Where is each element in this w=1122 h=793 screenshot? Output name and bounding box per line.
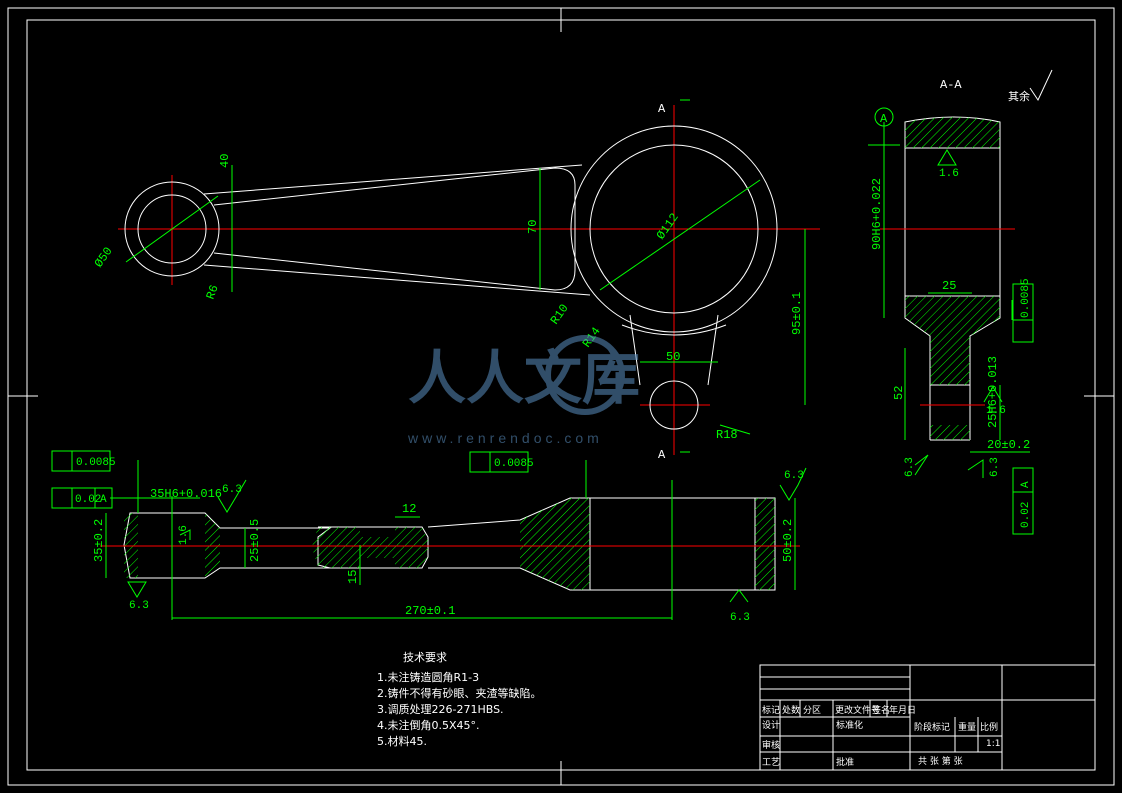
section-hatching [905,117,1000,440]
tol5-datum: A [1020,481,1032,488]
outlines [124,125,778,430]
dim-r6: R6 [204,283,222,301]
dim-270: 270±0.1 [405,604,455,618]
tol3-value: 0.0085 [494,458,534,470]
dim-25-05: 25±0.5 [248,519,262,562]
tech-item-3: 3.调质处理226-271HBS. [377,703,504,716]
tol2-value: 0.02 [75,494,101,506]
section-roughness [914,149,1003,478]
watermark-logo: 人人文库 [408,346,640,411]
dim-90h6: 90H6+0.022 [870,178,884,250]
section-center-lines [880,228,1015,406]
watermark-url: www.renrendoc.com [407,430,603,446]
tb-total: 共 张 第 张 [918,755,963,767]
roughness-r2: 6.3 [222,484,242,496]
tb-h5: 签名 [872,704,890,716]
tb-stage: 阶段标记 [914,721,950,733]
center-lines [118,105,820,455]
tech-item-2: 2.铸件不得有砂眼、夹渣等缺陷。 [377,686,542,700]
roughness-r3: 1.6 [986,405,1006,417]
dim-50: 50 [666,350,680,364]
top-dim-texts: 35±0.2 35H6+0.016 25±0.5 12 15 50±0.2 27… [92,487,795,618]
tb-h2: 处数 [782,704,800,716]
front-view: Ø50 40 R6 70 Ø112 R10 R14 50 R18 95±0.1 … [92,99,820,462]
section-view: A-A 其余 A [868,69,1053,535]
front-dim-texts: Ø50 40 R6 70 Ø112 R10 R14 50 R18 95±0.1 [92,154,804,442]
datum-label: A [880,112,888,126]
dim-25: 25 [942,279,956,293]
watermark: 人人文库 www.renrendoc.com [407,335,640,446]
dim-d112: Ø112 [654,211,682,243]
tol4-value: 0.0085 [1020,278,1032,318]
section-mark-top: A [658,102,666,116]
dim-50-02: 50±0.2 [781,519,795,562]
roughness-r7: 6.3 [129,600,149,612]
tol1-value: 0.0085 [76,457,116,469]
tb-check: 审核 [762,739,780,751]
dim-r10: R10 [548,302,572,328]
tech-item-1: 1.未注铸造圆角R1-3 [377,670,479,684]
roughness-r5: 6.3 [989,457,1001,477]
tb-scale-val: 1:1 [986,739,1000,749]
technical-requirements: 技术要求 1.未注铸造圆角R1-3 2.铸件不得有砂眼、夹渣等缺陷。 3.调质处… [377,651,542,748]
tech-item-5: 5.材料45. [377,734,427,748]
tb-weight: 重量 [958,721,976,733]
tech-item-4: 4.未注倒角0.5X45°. [377,718,480,732]
dim-d40: 40 [218,154,232,168]
roughness-note-symbol [1029,69,1053,102]
section-tolerance-texts: 0.0085 0.02 A [1020,278,1032,528]
section-marks: A A [658,102,666,462]
top-tolerance-texts: 0.0085 0.02 A 0.0085 [75,457,534,506]
roughness-r9: 6.3 [784,470,804,482]
section-dims [868,122,1030,453]
tb-design: 设计 [762,719,780,731]
front-dims [125,99,806,453]
title-block [759,664,1096,771]
dim-r18: R18 [716,428,738,442]
dim-20: 20±0.2 [987,438,1030,452]
top-dims [105,460,796,620]
roughness-r4: 6.3 [904,457,916,477]
section-roughness-texts: 1.6 1.6 6.3 6.3 [904,168,1006,477]
section-dim-texts: 90H6+0.022 25 52 25H6+0.013 20±0.2 [870,178,1030,452]
dim-52: 52 [892,386,906,400]
title-block-texts: 标记 处数 分区 更改文件号 签名 年月日 设计 标准化 审核 工艺 批准 阶段… [762,704,1000,768]
tb-h4: 更改文件号 [835,704,880,716]
tb-approve: 批准 [836,756,854,768]
tb-standard: 标准化 [836,719,863,731]
dim-d50: Ø50 [92,245,116,271]
dim-25h6: 25H6+0.013 [986,356,1000,428]
watermark-logo-circle [545,335,625,415]
roughness-r8: 6.3 [730,612,750,624]
tb-h6: 年月日 [889,704,916,716]
tol5-value: 0.02 [1020,502,1032,528]
top-tolerance-frames [51,450,529,509]
centering-marks [8,8,1114,785]
section-title: A-A [940,78,962,92]
section-mark-bottom: A [658,448,666,462]
tb-process: 工艺 [762,757,780,768]
section-tolerance-frames [1012,283,1034,535]
tech-title: 技术要求 [403,651,447,664]
roughness-r1: 1.6 [939,168,959,180]
top-view: 35±0.2 35H6+0.016 25±0.5 12 15 50±0.2 27… [51,450,807,624]
roughness-note: 其余 [1008,89,1030,103]
dim-12: 12 [402,502,416,516]
tb-h1: 标记 [762,704,780,716]
dim-35: 35±0.2 [92,519,106,562]
dim-95: 95±0.1 [790,292,804,335]
dim-35h6: 35H6+0.016 [150,487,222,501]
top-roughness-texts: 6.3 1.6 6.3 6.3 6.3 [129,470,804,624]
tb-scale: 比例 [980,721,998,733]
dim-15: 15 [346,570,360,584]
top-outline [123,497,776,591]
tol2-datum: A [100,494,107,506]
tb-h3: 分区 [803,705,821,716]
top-roughness [127,467,807,603]
datum-circle [874,107,894,127]
dim-d70: 70 [526,220,540,234]
top-hatching [124,498,775,590]
roughness-r6: 1.6 [178,525,190,545]
